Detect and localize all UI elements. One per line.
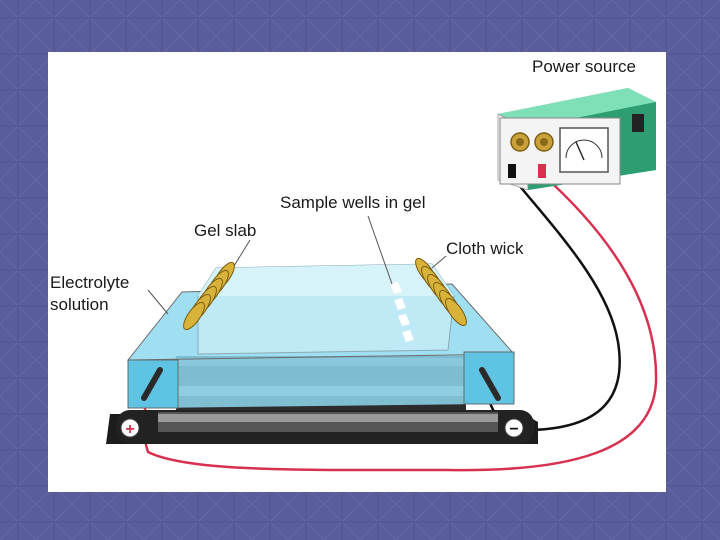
cloth-wick-left — [183, 261, 235, 331]
red-wire — [142, 173, 658, 472]
sample-wells — [390, 282, 414, 342]
negative-terminal-sign: − — [509, 421, 518, 438]
sample-wells-label: Sample wells in gel — [280, 193, 426, 212]
meter — [559, 127, 609, 173]
electrophoresis-diagram: Power source — [50, 57, 658, 472]
negative-terminal — [504, 418, 524, 438]
electrolyte-label-line2: solution — [50, 295, 109, 314]
gel-slab-label: Gel slab — [194, 221, 256, 240]
electrolyte-label-line1: Electrolyte — [50, 273, 129, 292]
positive-terminal-sign: + — [125, 421, 134, 438]
diagram-panel: Power source — [48, 52, 666, 492]
leader-lines — [147, 215, 447, 315]
positive-terminal — [120, 418, 140, 438]
cloth-wick-label: Cloth wick — [446, 239, 524, 258]
gel-tank: + − — [106, 257, 538, 444]
electrode-right — [479, 367, 501, 401]
power-source — [497, 88, 656, 191]
cloth-wick-right — [415, 257, 467, 327]
electrode-left — [141, 367, 163, 401]
power-source-label: Power source — [532, 57, 636, 76]
